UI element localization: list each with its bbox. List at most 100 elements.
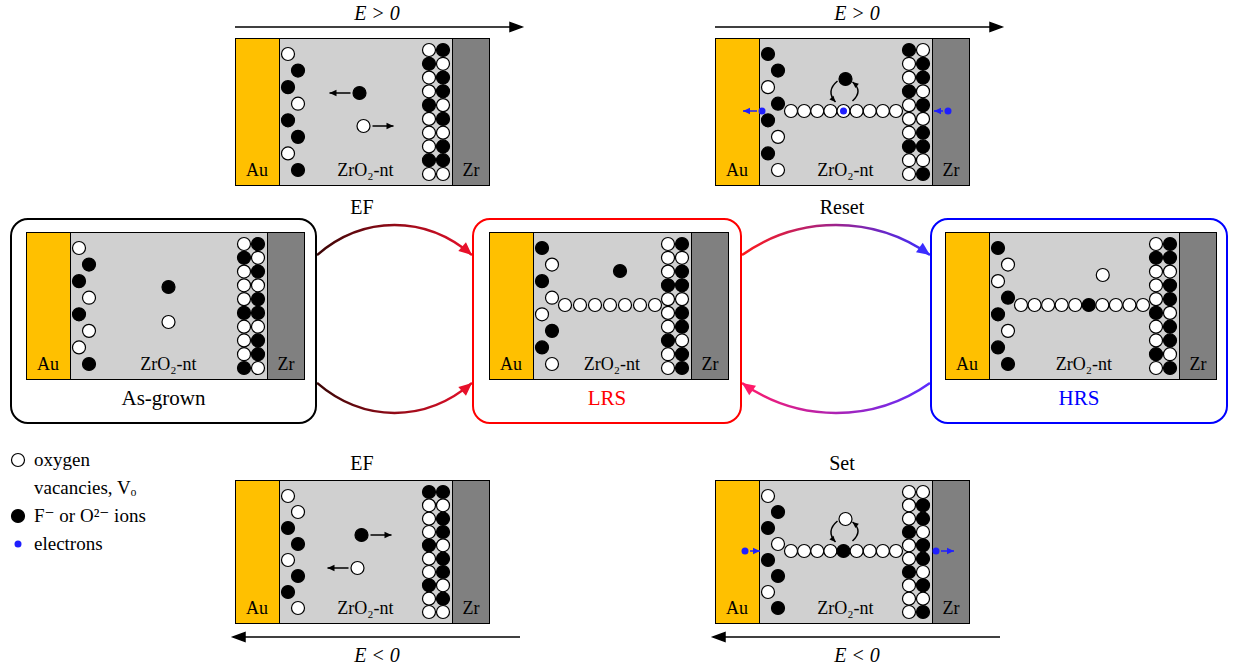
- vacancy-circle: [903, 592, 916, 605]
- vacancy-circle: [917, 592, 930, 605]
- vacancy-circle: [162, 316, 175, 329]
- vacancy-circle: [83, 324, 96, 337]
- vacancy-circle: [662, 320, 675, 333]
- vacancy-circle: [785, 545, 798, 558]
- ion-dot: [1164, 279, 1177, 292]
- vacancy-circle: [252, 320, 265, 333]
- vacancy-circle: [1055, 299, 1068, 312]
- ion-dot: [917, 126, 930, 139]
- ion-dot: [252, 334, 265, 347]
- vacancy-circle: [1150, 279, 1163, 292]
- vacancy-circle: [546, 291, 559, 304]
- vacancy-circle: [423, 168, 436, 181]
- ion-dot: [772, 506, 785, 519]
- layer-label: Zr: [691, 354, 729, 375]
- vacancy-circle: [437, 99, 450, 112]
- vacancy-circle: [662, 306, 675, 319]
- vacancy-circle: [903, 112, 916, 125]
- ion-dot: [437, 140, 450, 153]
- arrow-head: [328, 565, 335, 571]
- ion-dot: [437, 112, 450, 125]
- vacancy-circle: [917, 486, 930, 499]
- ion-dot: [1164, 293, 1177, 306]
- ion-dot: [837, 545, 850, 558]
- ion-dot: [1150, 348, 1163, 361]
- state-label: HRS: [932, 386, 1226, 410]
- field-arrow-head: [233, 633, 245, 642]
- ion-dot: [676, 306, 689, 319]
- vacancy-circle: [423, 44, 436, 57]
- device-panel: AuZrO₂-ntZr: [945, 232, 1217, 380]
- device-panel: AuZrO₂-ntZr: [235, 480, 490, 624]
- ion-dot: [772, 64, 785, 77]
- vacancy-circle: [252, 279, 265, 292]
- ion-dot: [252, 265, 265, 278]
- vacancy-circle: [798, 545, 811, 558]
- vacancy-circle: [83, 291, 96, 304]
- device-panel: AuZrO₂-ntZr: [26, 232, 305, 380]
- vacancy-circle: [73, 242, 86, 255]
- vacancy-circle: [903, 126, 916, 139]
- layer-label: Zr: [932, 598, 970, 619]
- electron-dot: [759, 108, 766, 115]
- ion-dot: [546, 324, 559, 337]
- vacancy-circle: [917, 526, 930, 539]
- ion-dot: [292, 538, 305, 551]
- transition-curve: [742, 383, 930, 413]
- ion-dot: [83, 258, 96, 271]
- zr-substrate: [453, 39, 490, 186]
- vacancy-circle: [811, 105, 824, 118]
- transition-curve: [317, 383, 472, 413]
- electron-dot: [840, 108, 847, 115]
- vacancy-circle: [1028, 299, 1041, 312]
- vacancy-circle: [282, 490, 295, 503]
- ion-dot: [1082, 299, 1095, 312]
- layer-label: ZrO₂-nt: [70, 354, 267, 375]
- ion-dot: [662, 334, 675, 347]
- electron-dot: [742, 548, 749, 555]
- vacancy-circle: [252, 251, 265, 264]
- layer-label: ZrO₂-nt: [279, 598, 452, 619]
- arrow-head: [753, 548, 760, 554]
- zr-substrate: [1180, 233, 1217, 380]
- transition-curve: [317, 225, 472, 255]
- vacancy-circle: [423, 552, 436, 565]
- ion-dot: [917, 57, 930, 70]
- ion-dot: [423, 99, 436, 112]
- oxide-layer: [760, 39, 933, 186]
- vacancy-circle: [676, 293, 689, 306]
- vacancy-circle: [917, 566, 930, 579]
- ion-dot: [762, 48, 775, 61]
- ion-dot: [903, 566, 916, 579]
- ion-dot: [252, 348, 265, 361]
- device-panel: AuZrO₂-ntZr: [715, 480, 970, 624]
- ion-dot: [292, 130, 305, 143]
- vacancy-circle: [619, 299, 632, 312]
- vacancy-circle: [903, 57, 916, 70]
- vacancy-circle: [536, 308, 549, 321]
- vacancy-circle: [423, 499, 436, 512]
- layer-label: ZrO₂-nt: [533, 354, 691, 375]
- field-label: E > 0: [354, 2, 400, 25]
- ion-dot: [12, 510, 25, 523]
- vacancy-circle: [662, 238, 675, 251]
- ion-dot: [917, 168, 930, 181]
- vacancy-circle: [662, 265, 675, 278]
- zr-substrate: [692, 233, 729, 380]
- ion-dot: [1164, 362, 1177, 375]
- layer-label: Au: [26, 354, 70, 375]
- vacancy-circle: [357, 120, 370, 133]
- ion-dot: [282, 114, 295, 127]
- ion-dot: [662, 279, 675, 292]
- vacancy-circle: [1164, 265, 1177, 278]
- ion-dot: [614, 265, 627, 278]
- ion-dot: [252, 238, 265, 251]
- layer-label: Au: [945, 354, 989, 375]
- ion-dot: [1164, 238, 1177, 251]
- vacancy-circle: [863, 545, 876, 558]
- vacancy-circle: [423, 126, 436, 139]
- ion-dot: [676, 279, 689, 292]
- layer-label: Zr: [1179, 354, 1217, 375]
- vacancy-circle: [238, 334, 251, 347]
